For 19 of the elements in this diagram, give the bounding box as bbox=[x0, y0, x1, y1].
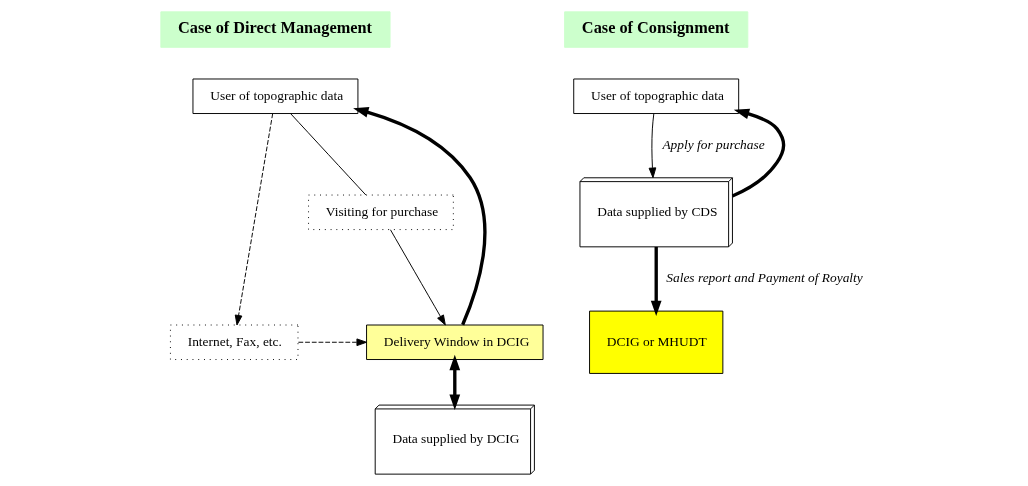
node-box: Visiting for purchase bbox=[307, 194, 454, 231]
arrow bbox=[731, 108, 785, 198]
node-box: Delivery Window in DCIG bbox=[365, 324, 543, 360]
edge-label: Sales report and Payment of Royalty bbox=[665, 270, 863, 286]
edge-label: Apply for purchase bbox=[661, 136, 765, 152]
arrow bbox=[234, 113, 273, 326]
arrow bbox=[297, 338, 367, 347]
node-box: Case of Consignment bbox=[563, 11, 748, 48]
node-box: DCIG or MHUDT bbox=[588, 310, 723, 374]
arrow bbox=[448, 354, 460, 410]
arrow bbox=[389, 229, 446, 326]
node-box: User of topographic data bbox=[192, 78, 358, 114]
node-box: Internet, Fax, etc. bbox=[169, 324, 298, 360]
arrow bbox=[650, 246, 662, 317]
node-box: Case of Direct Management bbox=[159, 11, 391, 48]
connector bbox=[289, 113, 366, 196]
arrow bbox=[648, 113, 656, 179]
arrow bbox=[352, 107, 487, 326]
node-box: User of topographic data bbox=[572, 78, 739, 114]
